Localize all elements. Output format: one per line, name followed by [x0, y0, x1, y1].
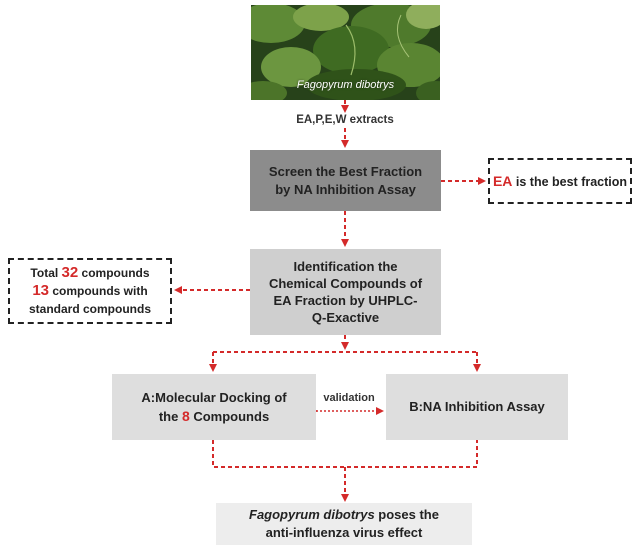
docking-line-2: the 8 Compounds: [158, 407, 270, 424]
screen-fraction-box: Screen the Best Fraction by NA Inhibitio…: [250, 150, 441, 211]
identification-box: Identification the Chemical Compounds of…: [250, 249, 441, 335]
identify-line-4: Q-Exactive: [311, 310, 380, 325]
identify-line-2: Chemical Compounds of: [268, 276, 423, 291]
best-fraction-text: is the best fraction: [512, 175, 628, 189]
docking-line-1: A:Molecular Docking of: [141, 389, 287, 405]
compounds-note: Total 32 compounds 13 compounds with sta…: [8, 258, 172, 324]
total-count: 32: [61, 264, 79, 281]
standard-count: 13: [32, 282, 49, 299]
identify-line-1: Identification the: [293, 259, 398, 274]
compounds-line-1: Total 32 compounds: [30, 264, 150, 281]
plant-photo: [251, 5, 440, 100]
docking-box: A:Molecular Docking of the 8 Compounds: [112, 374, 316, 440]
docking-count: 8: [181, 407, 190, 424]
screen-line-2: by NA Inhibition Assay: [275, 181, 416, 197]
extracts-label: EA,P,E,W extracts: [296, 114, 394, 126]
species-name: Fagopyrum dibotrys: [249, 507, 375, 522]
validation-label: validation: [323, 392, 375, 404]
compounds-line-2: 13 compounds with: [32, 282, 148, 299]
assay-box: B:NA Inhibition Assay: [386, 374, 568, 440]
screen-line-1: Screen the Best Fraction: [268, 163, 423, 179]
conclusion-box: Fagopyrum dibotrys poses the anti-influe…: [216, 503, 472, 545]
compounds-line-3: standard compounds: [28, 302, 151, 316]
branch-merge: [212, 440, 478, 468]
best-fraction-note: EA is the best fraction: [488, 158, 632, 204]
identify-line-3: EA Fraction by UHPLC-: [273, 293, 418, 308]
conclusion-line-2: anti-influenza virus effect: [265, 525, 423, 540]
photo-caption: Fagopyrum dibotrys: [296, 79, 395, 91]
best-fraction-highlight: EA: [492, 173, 513, 189]
assay-label: B:NA Inhibition Assay: [409, 399, 545, 414]
conclusion-line-1: Fagopyrum dibotrys poses the: [249, 507, 439, 522]
